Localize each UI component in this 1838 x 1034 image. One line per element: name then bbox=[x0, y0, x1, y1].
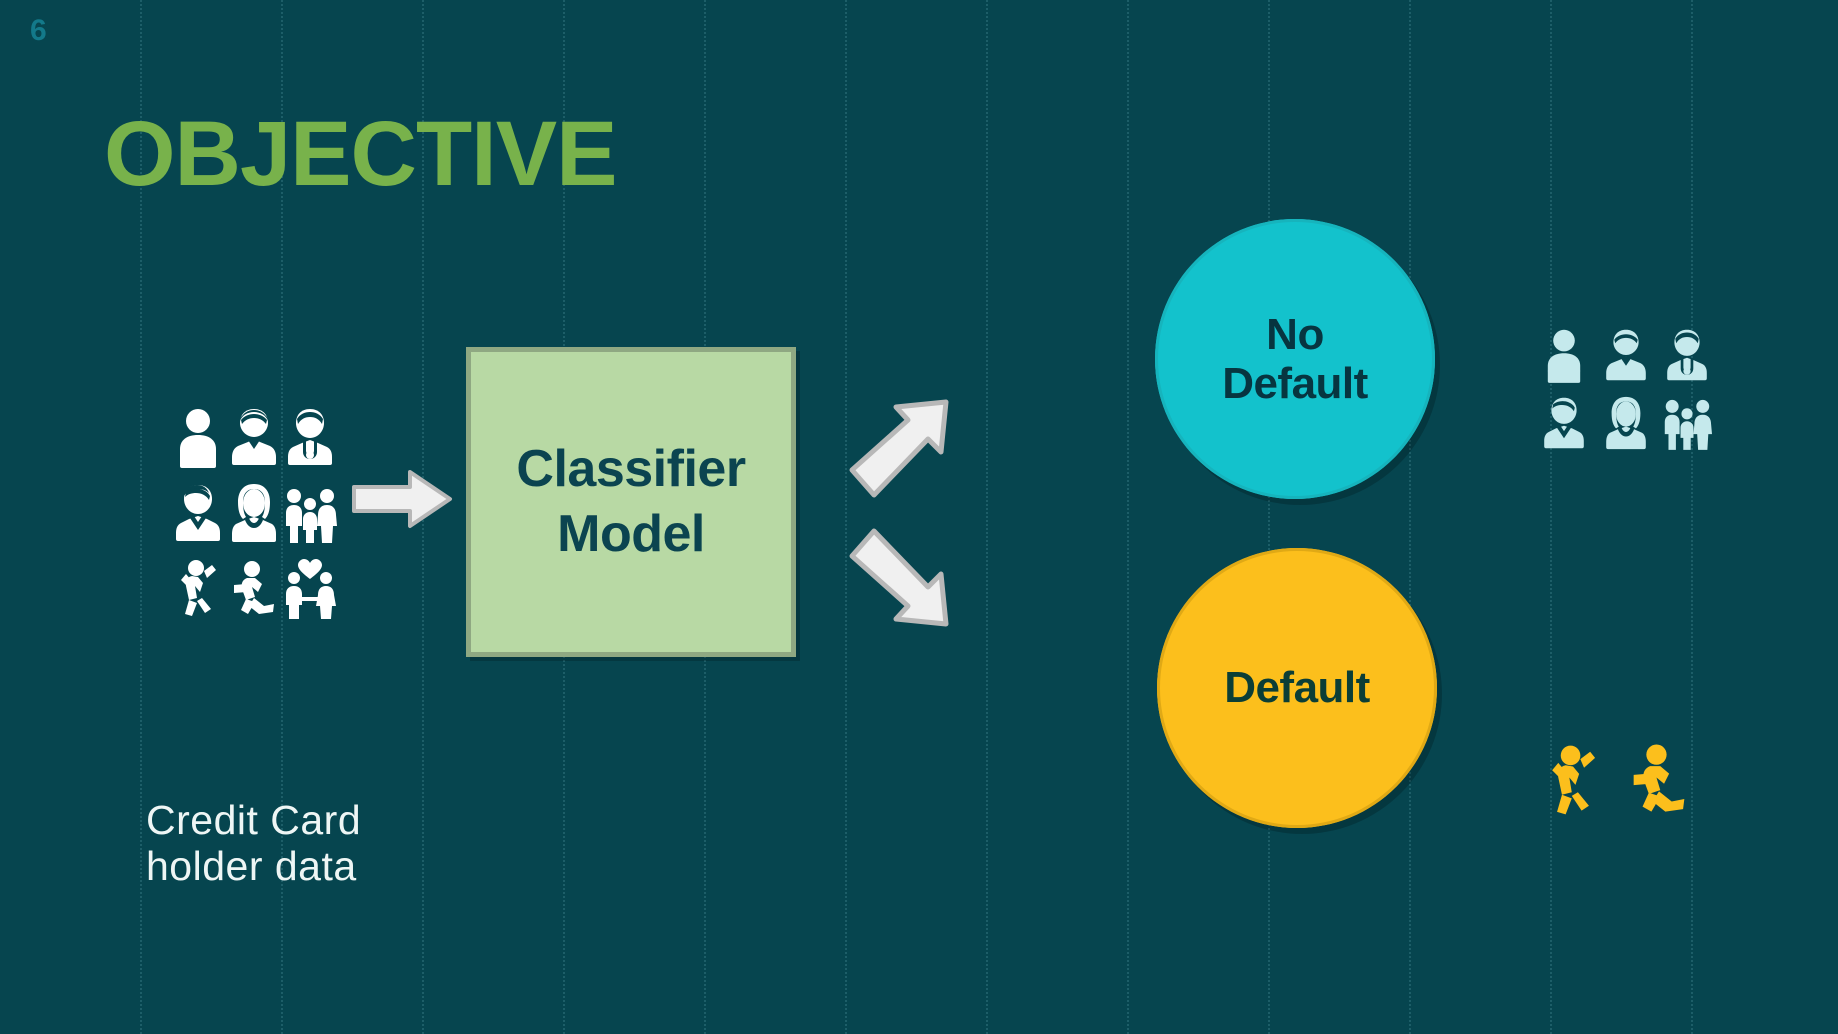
running-person-icon bbox=[226, 553, 282, 619]
guide-line bbox=[1127, 0, 1129, 1034]
woman-icon bbox=[1595, 392, 1657, 450]
classifier-model-label: Classifier Model bbox=[516, 437, 746, 567]
no-default-people-row-2 bbox=[1533, 388, 1718, 450]
person-icon bbox=[1533, 324, 1595, 383]
guide-line bbox=[1409, 0, 1411, 1034]
family-group-icon bbox=[1656, 392, 1718, 450]
page-title: OBJECTIVE bbox=[104, 103, 617, 205]
person-suit-icon bbox=[170, 477, 226, 543]
input-caption-line-1: Credit Card bbox=[146, 797, 362, 843]
arrow-right-icon bbox=[352, 468, 452, 530]
outcome-label-line-1: No bbox=[1266, 309, 1324, 359]
default-people-row-1 bbox=[1530, 738, 1710, 818]
doctor-icon bbox=[282, 401, 338, 467]
person-suit-icon bbox=[1533, 392, 1595, 450]
classifier-model-box[interactable]: Classifier Model bbox=[466, 347, 796, 657]
guide-line bbox=[1691, 0, 1693, 1034]
family-group-icon bbox=[282, 477, 338, 543]
woman-icon bbox=[226, 477, 282, 543]
person-short-hair-icon bbox=[1595, 324, 1657, 382]
outcome-label-line-1: Default bbox=[1224, 663, 1370, 713]
guide-line bbox=[845, 0, 847, 1034]
input-people-group bbox=[170, 395, 340, 623]
person-icon bbox=[170, 401, 226, 468]
dancing-person-icon bbox=[170, 553, 226, 619]
outcome-circle-default[interactable]: Default bbox=[1157, 548, 1437, 828]
couple-heart-icon bbox=[282, 553, 338, 619]
arrow-down-right-icon bbox=[846, 518, 956, 628]
classifier-label-line-1: Classifier bbox=[516, 440, 746, 498]
arrow-up-right-icon bbox=[846, 398, 956, 508]
outcome-label-default: Default bbox=[1224, 663, 1370, 712]
outcome-circle-no-default[interactable]: No Default bbox=[1155, 219, 1435, 499]
guide-line bbox=[1550, 0, 1552, 1034]
running-person-icon bbox=[1616, 740, 1702, 818]
outcome-label-line-2: Default bbox=[1222, 359, 1368, 408]
guide-line bbox=[1268, 0, 1270, 1034]
input-people-row-3 bbox=[170, 547, 340, 619]
doctor-icon bbox=[1656, 324, 1718, 382]
outcome-label-no-default: No Default bbox=[1222, 310, 1368, 409]
page-number: 6 bbox=[30, 14, 48, 47]
guide-line bbox=[986, 0, 988, 1034]
no-default-people-row-1 bbox=[1533, 320, 1718, 383]
input-caption: Credit Card holder data bbox=[146, 797, 362, 890]
input-people-row-1 bbox=[170, 395, 340, 468]
no-default-people-group bbox=[1533, 320, 1718, 456]
default-people-group bbox=[1530, 738, 1710, 818]
dancing-person-icon bbox=[1530, 740, 1616, 818]
input-people-row-2 bbox=[170, 471, 340, 543]
person-short-hair-icon bbox=[226, 401, 282, 467]
classifier-label-line-2: Model bbox=[557, 505, 705, 563]
input-caption-line-2: holder data bbox=[146, 842, 357, 889]
